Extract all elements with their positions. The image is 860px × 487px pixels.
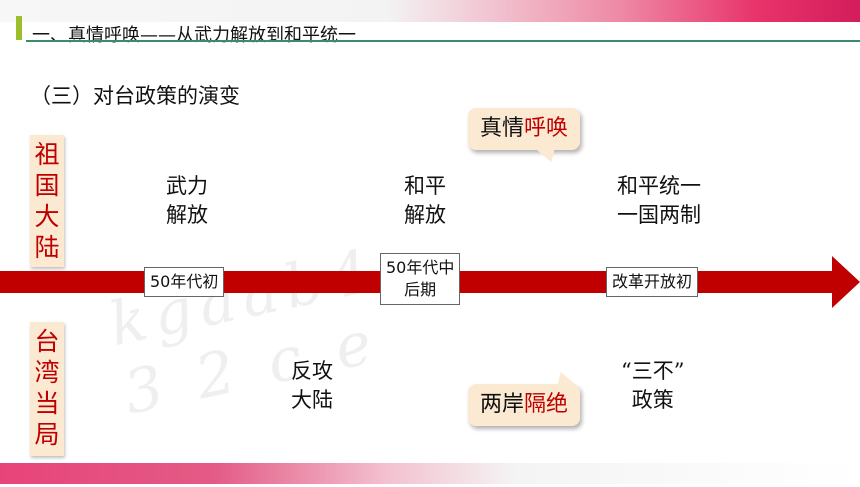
period-line: 改革开放初 (612, 272, 693, 291)
policy-line: 武力 (166, 174, 208, 198)
period-line: 50年代中 (386, 258, 455, 277)
policy-line: 解放 (166, 203, 208, 227)
policy-line: 反攻 (291, 359, 333, 383)
period-early-50s: 50年代初 (144, 267, 225, 297)
callout-cross-strait-isolation: 两岸隔绝 (468, 384, 581, 426)
policy-line: 解放 (404, 203, 446, 227)
bottom-banner (0, 463, 860, 484)
section-title: （三）对台政策的演变 (30, 84, 240, 108)
callout-plain-text: 两岸 (480, 392, 525, 417)
callout-highlight-text: 呼唤 (524, 116, 569, 141)
mainland-label: 祖国大陆 (30, 135, 64, 267)
title-marker (16, 16, 22, 40)
period-line: 50年代初 (150, 272, 219, 291)
taiwan-policy-2: “三不” 政策 (621, 357, 684, 415)
title-underline (26, 40, 860, 42)
callout-plain-text: 真情 (480, 116, 525, 141)
page-title: 一、真情呼唤——从武力解放到和平统一 (32, 25, 356, 46)
policy-line: 和平统一 (617, 174, 701, 198)
callout-sincere-call: 真情呼唤 (468, 108, 581, 150)
mainland-policy-1: 武力 解放 (166, 172, 208, 230)
policy-line: 一国两制 (617, 203, 701, 227)
top-banner (0, 0, 860, 40)
policy-line: 大陆 (291, 388, 333, 412)
callout-highlight-text: 隔绝 (524, 392, 569, 417)
taiwan-label: 台湾当局 (30, 322, 64, 456)
policy-line: 和平 (404, 174, 446, 198)
period-mid-late-50s: 50年代中 后期 (380, 253, 461, 305)
period-line: 后期 (404, 280, 437, 299)
mainland-policy-2: 和平 解放 (404, 172, 446, 230)
period-reform-opening: 改革开放初 (606, 267, 699, 297)
mainland-policy-3: 和平统一 一国两制 (617, 172, 701, 230)
policy-line: 政策 (631, 388, 674, 412)
policy-line: “三不” (621, 359, 685, 383)
taiwan-policy-1: 反攻 大陆 (291, 357, 333, 415)
